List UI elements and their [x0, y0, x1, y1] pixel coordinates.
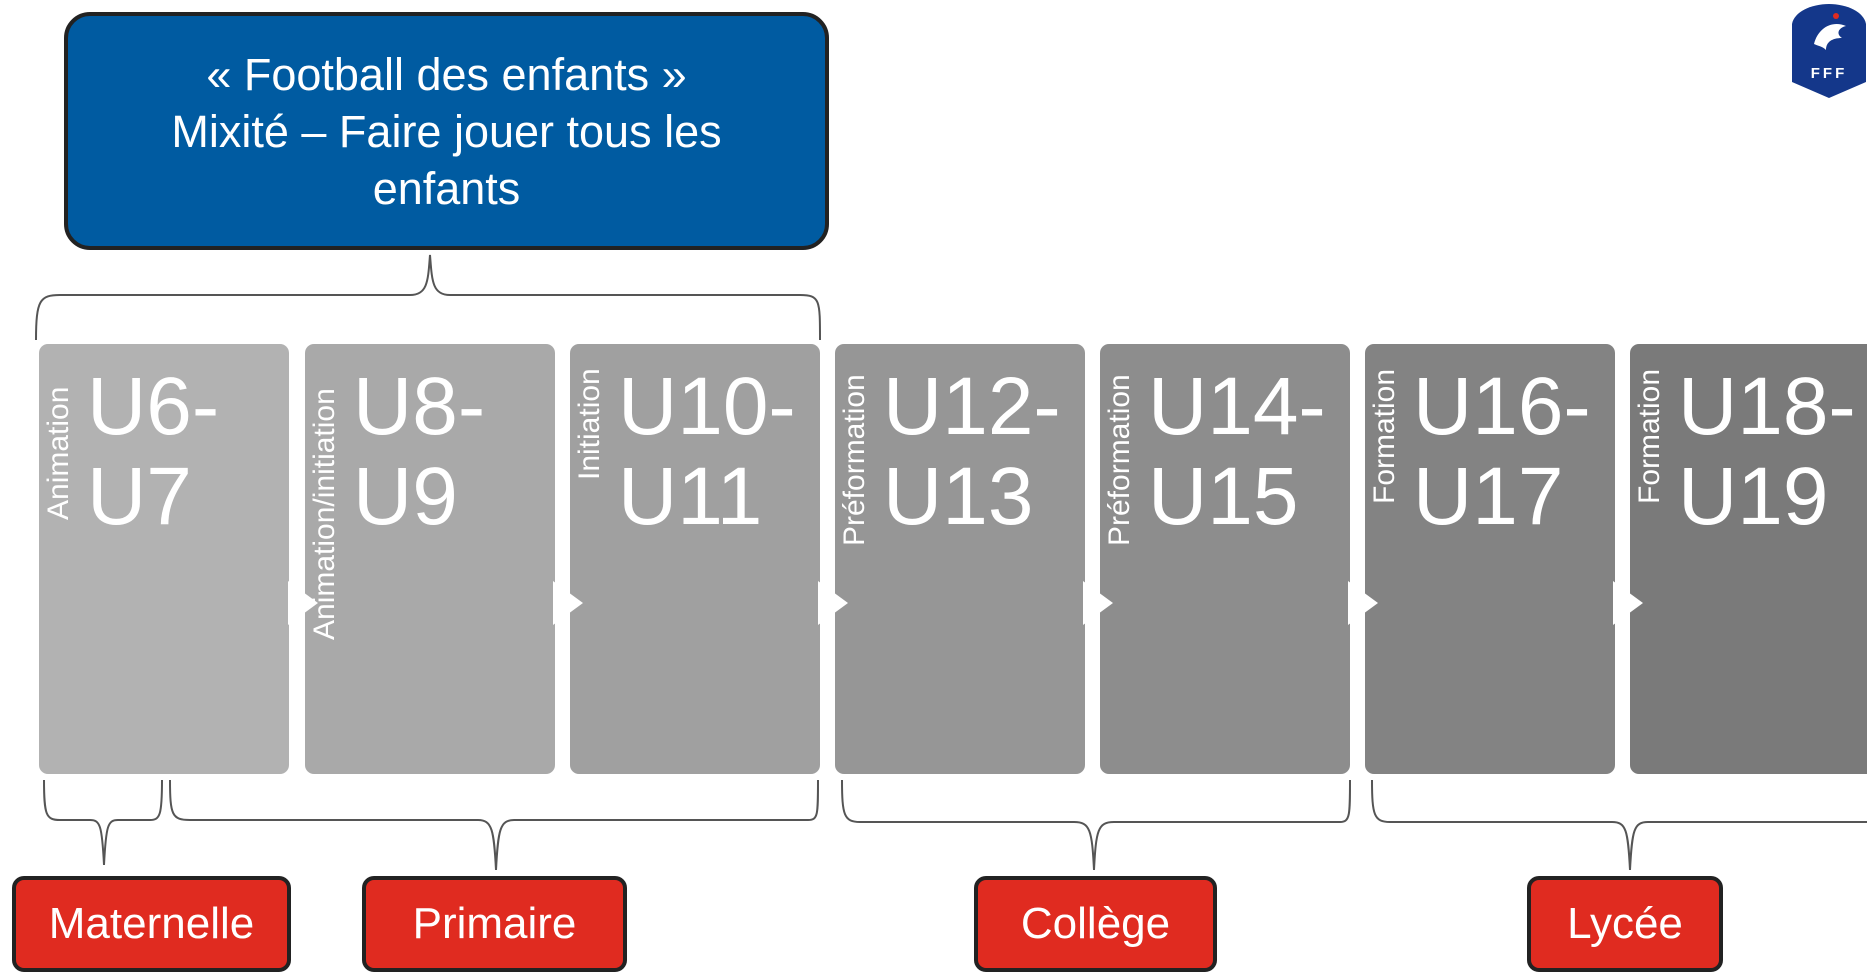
- stage-u18-u19: Formation U18- U19: [1630, 344, 1867, 774]
- age-bottom: U15: [1148, 451, 1299, 542]
- age-top: U14-: [1148, 361, 1326, 452]
- top-bracket: [35, 254, 821, 341]
- age-bottom: U7: [87, 451, 192, 542]
- header-line-3: enfants: [372, 162, 521, 214]
- maternelle-bracket: [43, 779, 163, 866]
- age-top: U12-: [883, 361, 1061, 452]
- arrow-right-icon: [1613, 581, 1643, 625]
- logo-text: FFF: [1811, 65, 1848, 82]
- header-line-2: Mixité – Faire jouer tous les: [171, 105, 722, 157]
- lycee-bracket: [1371, 779, 1867, 871]
- arrow-right-icon: [553, 581, 583, 625]
- stage-age-label: U16- U17: [1413, 362, 1591, 542]
- age-top: U10-: [618, 361, 796, 452]
- stage-age-label: U18- U19: [1678, 362, 1856, 542]
- stage-u6-u7: Animation U6- U7: [39, 344, 289, 774]
- stage-age-label: U8- U9: [353, 362, 485, 542]
- stage-phase-label: Initiation: [573, 368, 606, 480]
- age-top: U18-: [1678, 361, 1856, 452]
- school-college: Collège: [974, 876, 1217, 972]
- arrow-right-icon: [818, 581, 848, 625]
- header-line-1: « Football des enfants »: [206, 48, 687, 100]
- fff-logo: FFF: [1792, 4, 1866, 98]
- stage-phase-label: Préformation: [838, 374, 871, 546]
- stage-u10-u11: Initiation U10- U11: [570, 344, 820, 774]
- age-top: U6-: [87, 361, 220, 452]
- arrow-right-icon: [288, 581, 318, 625]
- stage-phase-label: Formation: [1368, 368, 1401, 504]
- stage-phase-label: Animation: [42, 386, 75, 520]
- stage-age-label: U14- U15: [1148, 362, 1326, 542]
- arrow-right-icon: [1348, 581, 1378, 625]
- age-bottom: U19: [1678, 451, 1829, 542]
- rooster-crest-icon: [1814, 24, 1846, 50]
- school-maternelle: Maternelle: [12, 876, 291, 972]
- crest-red-dot: [1833, 13, 1839, 19]
- age-top: U16-: [1413, 361, 1591, 452]
- stage-u12-u13: Préformation U12- U13: [835, 344, 1085, 774]
- stage-age-label: U6- U7: [87, 362, 219, 542]
- stage-phase-label: Formation: [1633, 368, 1666, 504]
- age-bottom: U11: [618, 451, 763, 542]
- stage-phase-label: Préformation: [1103, 374, 1136, 546]
- football-des-enfants-box: « Football des enfants » Mixité – Faire …: [64, 12, 829, 250]
- stage-u8-u9: Animation/initiation U8- U9: [305, 344, 555, 774]
- school-primaire: Primaire: [362, 876, 627, 972]
- school-lycee: Lycée: [1527, 876, 1723, 972]
- stage-u14-u15: Préformation U14- U15: [1100, 344, 1350, 774]
- age-top: U8-: [353, 361, 486, 452]
- stage-u16-u17: Formation U16- U17: [1365, 344, 1615, 774]
- stage-age-label: U10- U11: [618, 362, 796, 542]
- age-bottom: U17: [1413, 451, 1564, 542]
- age-bottom: U9: [353, 451, 458, 542]
- age-bottom: U13: [883, 451, 1034, 542]
- primaire-bracket: [169, 779, 819, 871]
- stage-age-label: U12- U13: [883, 362, 1061, 542]
- arrow-right-icon: [1083, 581, 1113, 625]
- crest-shield-icon: [1792, 4, 1866, 98]
- college-bracket: [841, 779, 1351, 871]
